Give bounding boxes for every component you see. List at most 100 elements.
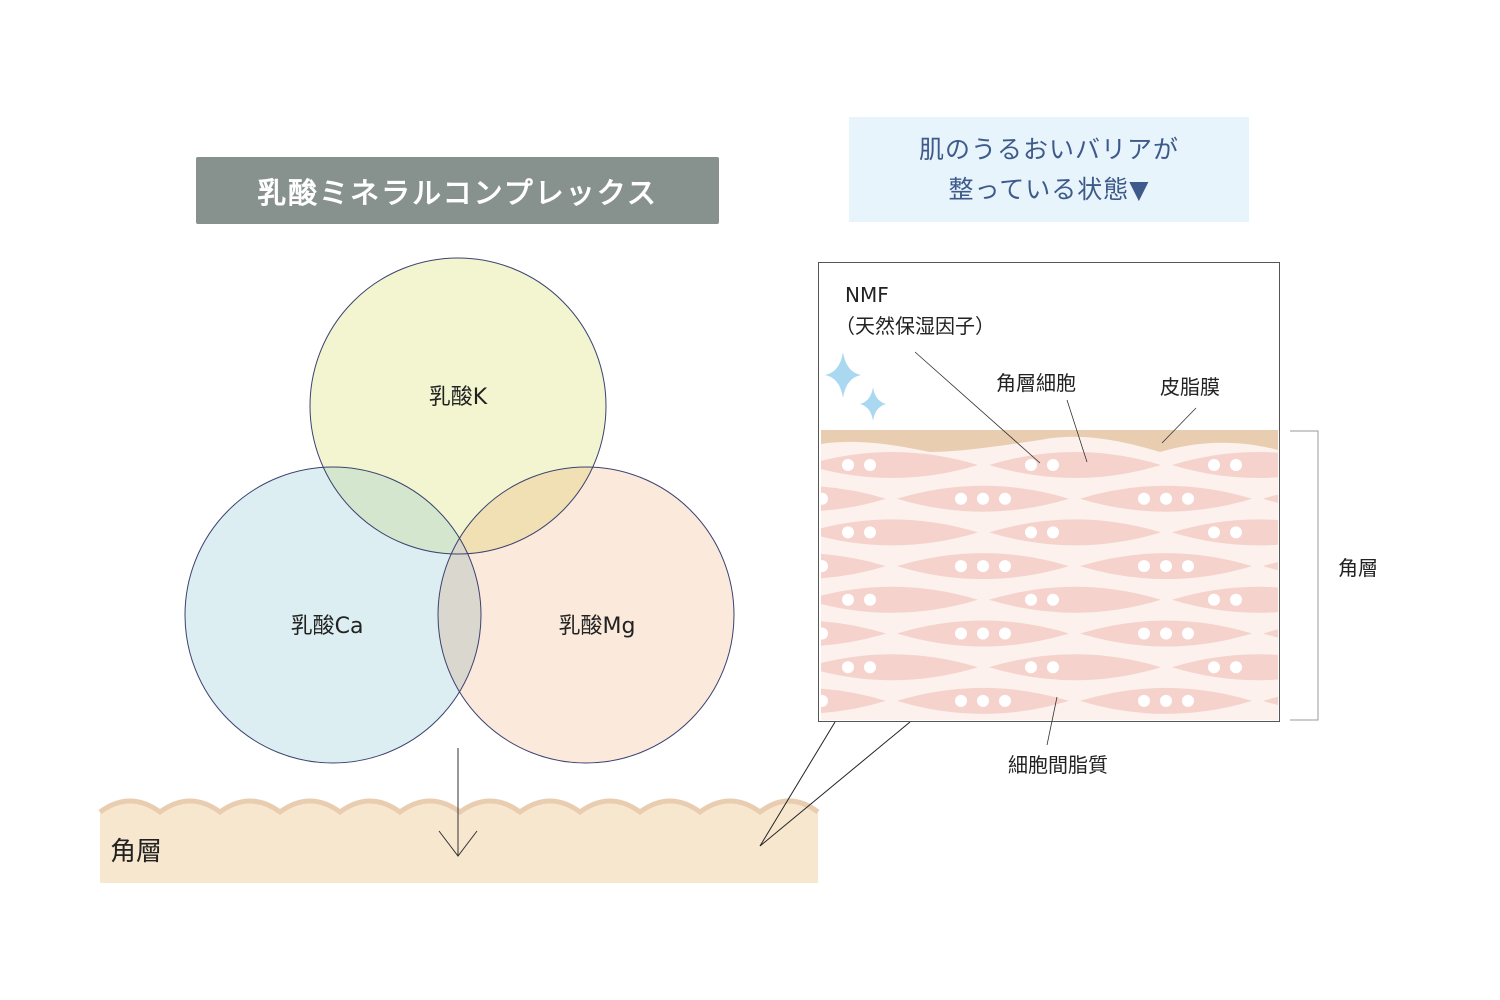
nmf-dot xyxy=(821,560,828,573)
nmf-label: NMF xyxy=(845,283,889,307)
nmf-dot xyxy=(1025,661,1037,674)
nmf-dot xyxy=(1025,459,1037,471)
nmf-dot xyxy=(1230,661,1242,674)
nmf-dot xyxy=(1365,493,1377,505)
nmf-dot xyxy=(999,560,1011,573)
nmf-dot xyxy=(1343,628,1355,640)
corneocyte xyxy=(821,519,978,546)
nmf-dot xyxy=(864,526,876,539)
corneocyte xyxy=(821,688,886,714)
leader-lines xyxy=(914,351,1197,746)
stratum-bracket xyxy=(1290,430,1319,721)
stratum-band xyxy=(100,801,818,883)
nmf-dot xyxy=(842,593,854,606)
nmf-dot xyxy=(842,526,854,539)
nmf-dot xyxy=(772,560,784,572)
corneocyte xyxy=(821,553,886,579)
corneocyte xyxy=(989,586,1161,613)
lipid-label: 細胞間脂質 xyxy=(1008,753,1108,777)
nmf-sublabel: （天然保湿因子） xyxy=(835,314,995,338)
nmf-dot xyxy=(1047,459,1059,471)
nmf-dot xyxy=(1208,526,1220,539)
corneocyte-label: 角層細胞 xyxy=(996,371,1076,395)
sebum-label: 皮脂膜 xyxy=(1160,375,1220,399)
nmf-dot xyxy=(955,492,967,505)
skin-detail-panel: NMF （天然保湿因子） 角層細胞 皮脂膜 細胞間脂質 角層 xyxy=(772,262,1378,777)
corneocyte xyxy=(1172,654,1278,681)
status-line-1: 肌のうるおいバリアが xyxy=(918,134,1179,164)
overlap-k-mg xyxy=(438,467,606,554)
nmf-dot xyxy=(864,661,876,674)
title-text: 乳酸ミネラルコンプレックス xyxy=(257,175,658,210)
title-badge: 乳酸ミネラルコンプレックス xyxy=(196,157,719,224)
nmf-dot xyxy=(1230,593,1242,606)
nmf-dot xyxy=(1230,459,1242,471)
nmf-dot xyxy=(794,628,806,640)
corneocyte xyxy=(1172,586,1278,613)
sparkle-icon xyxy=(860,387,886,421)
nmf-dot xyxy=(1182,627,1194,640)
nmf-dot xyxy=(1138,560,1150,573)
nmf-dot xyxy=(1138,694,1150,707)
corneocyte xyxy=(821,621,886,646)
down-arrow-icon xyxy=(438,748,478,857)
overlap-k-ca xyxy=(310,467,481,554)
nmf-dot xyxy=(1208,661,1220,674)
nmf-dot xyxy=(772,628,784,640)
nmf-dot xyxy=(864,459,876,471)
stratum-label: 角層 xyxy=(1338,556,1378,580)
nmf-dot xyxy=(1321,695,1333,707)
nmf-dot xyxy=(1182,560,1194,573)
nmf-dot xyxy=(794,695,806,707)
sparkle-icon xyxy=(825,352,861,398)
corneocyte xyxy=(821,654,978,681)
nmf-dot xyxy=(999,627,1011,640)
label-lactate-k: 乳酸K xyxy=(429,385,488,410)
nmf-dot xyxy=(1343,695,1355,707)
nmf-dot xyxy=(1160,560,1172,573)
nmf-dot xyxy=(1182,694,1194,707)
nmf-dot xyxy=(999,492,1011,505)
nmf-dot xyxy=(1321,628,1333,640)
corneocyte xyxy=(1263,494,1278,503)
label-lactate-mg: 乳酸Mg xyxy=(559,614,636,639)
nmf-dot xyxy=(977,694,989,707)
nmf-dot xyxy=(1025,593,1037,606)
nmf-dot xyxy=(842,459,854,471)
nmf-dot xyxy=(1025,526,1037,539)
nmf-dot xyxy=(977,560,989,573)
nmf-dot xyxy=(999,694,1011,707)
corneocyte xyxy=(1172,452,1278,478)
nmf-dot xyxy=(1047,661,1059,674)
corneocyte xyxy=(821,452,978,478)
status-line-2: 整っている状態▼ xyxy=(948,174,1150,204)
nmf-dot xyxy=(955,694,967,707)
nmf-dot xyxy=(1230,526,1242,539)
nmf-dot xyxy=(1138,492,1150,505)
nmf-dot xyxy=(821,492,828,505)
corneocyte xyxy=(989,452,1161,478)
nmf-dot xyxy=(955,560,967,573)
nmf-dot xyxy=(1160,694,1172,707)
status-callout: 肌のうるおいバリアが 整っている状態▼ xyxy=(849,117,1249,222)
nmf-dot xyxy=(1321,560,1333,572)
skin-band: 角層 xyxy=(98,798,820,883)
nmf-dot xyxy=(1365,695,1377,707)
nmf-dot xyxy=(1047,593,1059,606)
nmf-dot xyxy=(955,627,967,640)
corneocyte xyxy=(1263,562,1278,571)
nmf-dot xyxy=(1208,459,1220,471)
nmf-dot xyxy=(1343,493,1355,505)
corneocyte xyxy=(989,654,1161,681)
nmf-dot xyxy=(1321,493,1333,505)
corneocyte xyxy=(1263,629,1278,638)
band-surface xyxy=(98,798,820,816)
nmf-dot xyxy=(772,695,784,707)
corneocyte xyxy=(1263,696,1278,705)
nmf-dot xyxy=(864,593,876,606)
nmf-dot xyxy=(977,492,989,505)
sebum-film xyxy=(821,430,1278,452)
nmf-dot xyxy=(821,627,828,640)
nmf-dot xyxy=(842,661,854,674)
